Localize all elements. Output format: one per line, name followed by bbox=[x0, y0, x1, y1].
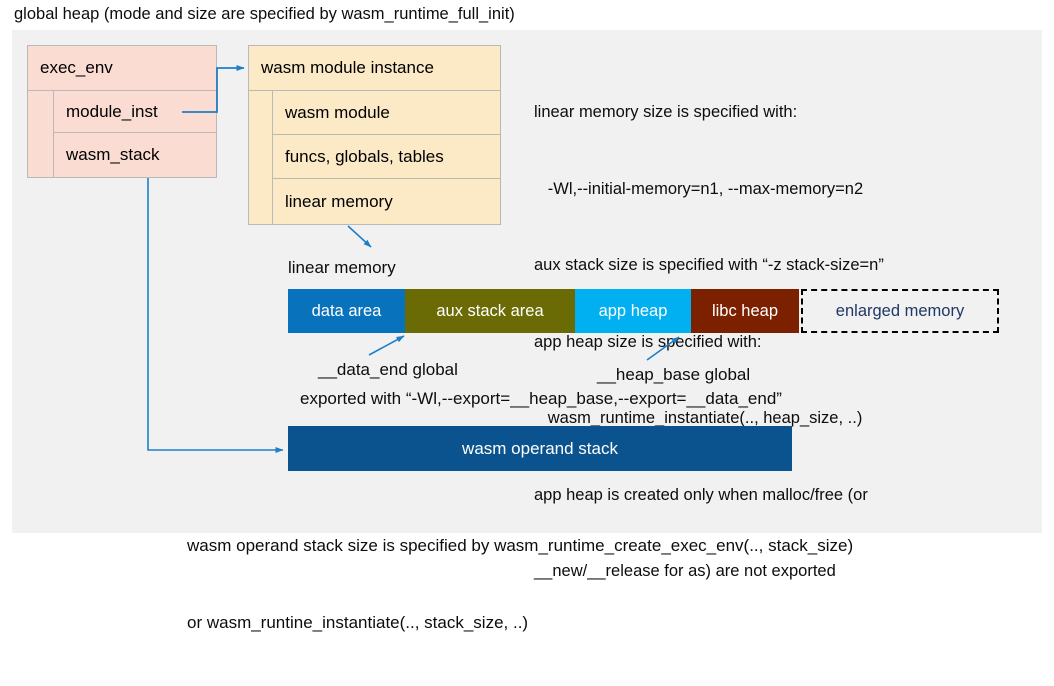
diagram-canvas: global heap (mode and size are specified… bbox=[12, 5, 1042, 632]
note-right-line-2: aux stack size is specified with “-z sta… bbox=[534, 256, 884, 274]
exec-env-header: exec_env bbox=[27, 45, 217, 91]
exec-env-row-wasm-stack: wasm_stack bbox=[53, 132, 217, 178]
module-instance-row-wasm-module: wasm module bbox=[272, 90, 501, 135]
module-instance-row-linear-memory: linear memory bbox=[272, 178, 501, 225]
memory-segment-libc-heap: libc heap bbox=[691, 289, 799, 333]
annotation-data-end: __data_end global bbox=[318, 360, 458, 379]
memory-segment-data-area: data area bbox=[288, 289, 405, 333]
wasm-operand-stack-box: wasm operand stack bbox=[288, 426, 792, 471]
operand-stack-notes: wasm operand stack size is specified by … bbox=[187, 482, 853, 686]
diagram-title: global heap (mode and size are specified… bbox=[14, 5, 515, 23]
annotation-heap-base: __heap_base global bbox=[597, 365, 751, 384]
linear-memory-bar: data area aux stack area app heap libc h… bbox=[288, 289, 999, 333]
note-bottom-line-0: wasm operand stack size is specified by … bbox=[187, 536, 854, 555]
note-right-line-1: -Wl,--initial-memory=n1, --max-memory=n2 bbox=[534, 179, 864, 198]
memory-segment-enlarged-memory: enlarged memory bbox=[801, 289, 999, 333]
module-instance-header: wasm module instance bbox=[248, 45, 501, 91]
note-right-line-5: app heap is created only when malloc/fre… bbox=[534, 485, 868, 504]
module-instance-row-funcs-globals-tables: funcs, globals, tables bbox=[272, 134, 501, 179]
linear-memory-notes: linear memory size is specified with: -W… bbox=[534, 49, 1034, 636]
note-right-line-4: wasm_runtime_instantiate(.., heap_size, … bbox=[534, 409, 863, 427]
note-right-line-0: linear memory size is specified with: bbox=[534, 103, 798, 121]
linear-memory-caption: linear memory bbox=[288, 258, 396, 277]
note-bottom-line-1: or wasm_runtine_instantiate(.., stack_si… bbox=[187, 612, 529, 632]
memory-segment-aux-stack-area: aux stack area bbox=[405, 289, 575, 333]
note-right-line-3: app heap size is specified with: bbox=[534, 332, 762, 351]
exec-env-row-module-inst: module_inst bbox=[53, 90, 217, 133]
annotation-exported-with: exported with “-Wl,--export=__heap_base,… bbox=[300, 389, 782, 408]
memory-segment-app-heap: app heap bbox=[575, 289, 691, 333]
